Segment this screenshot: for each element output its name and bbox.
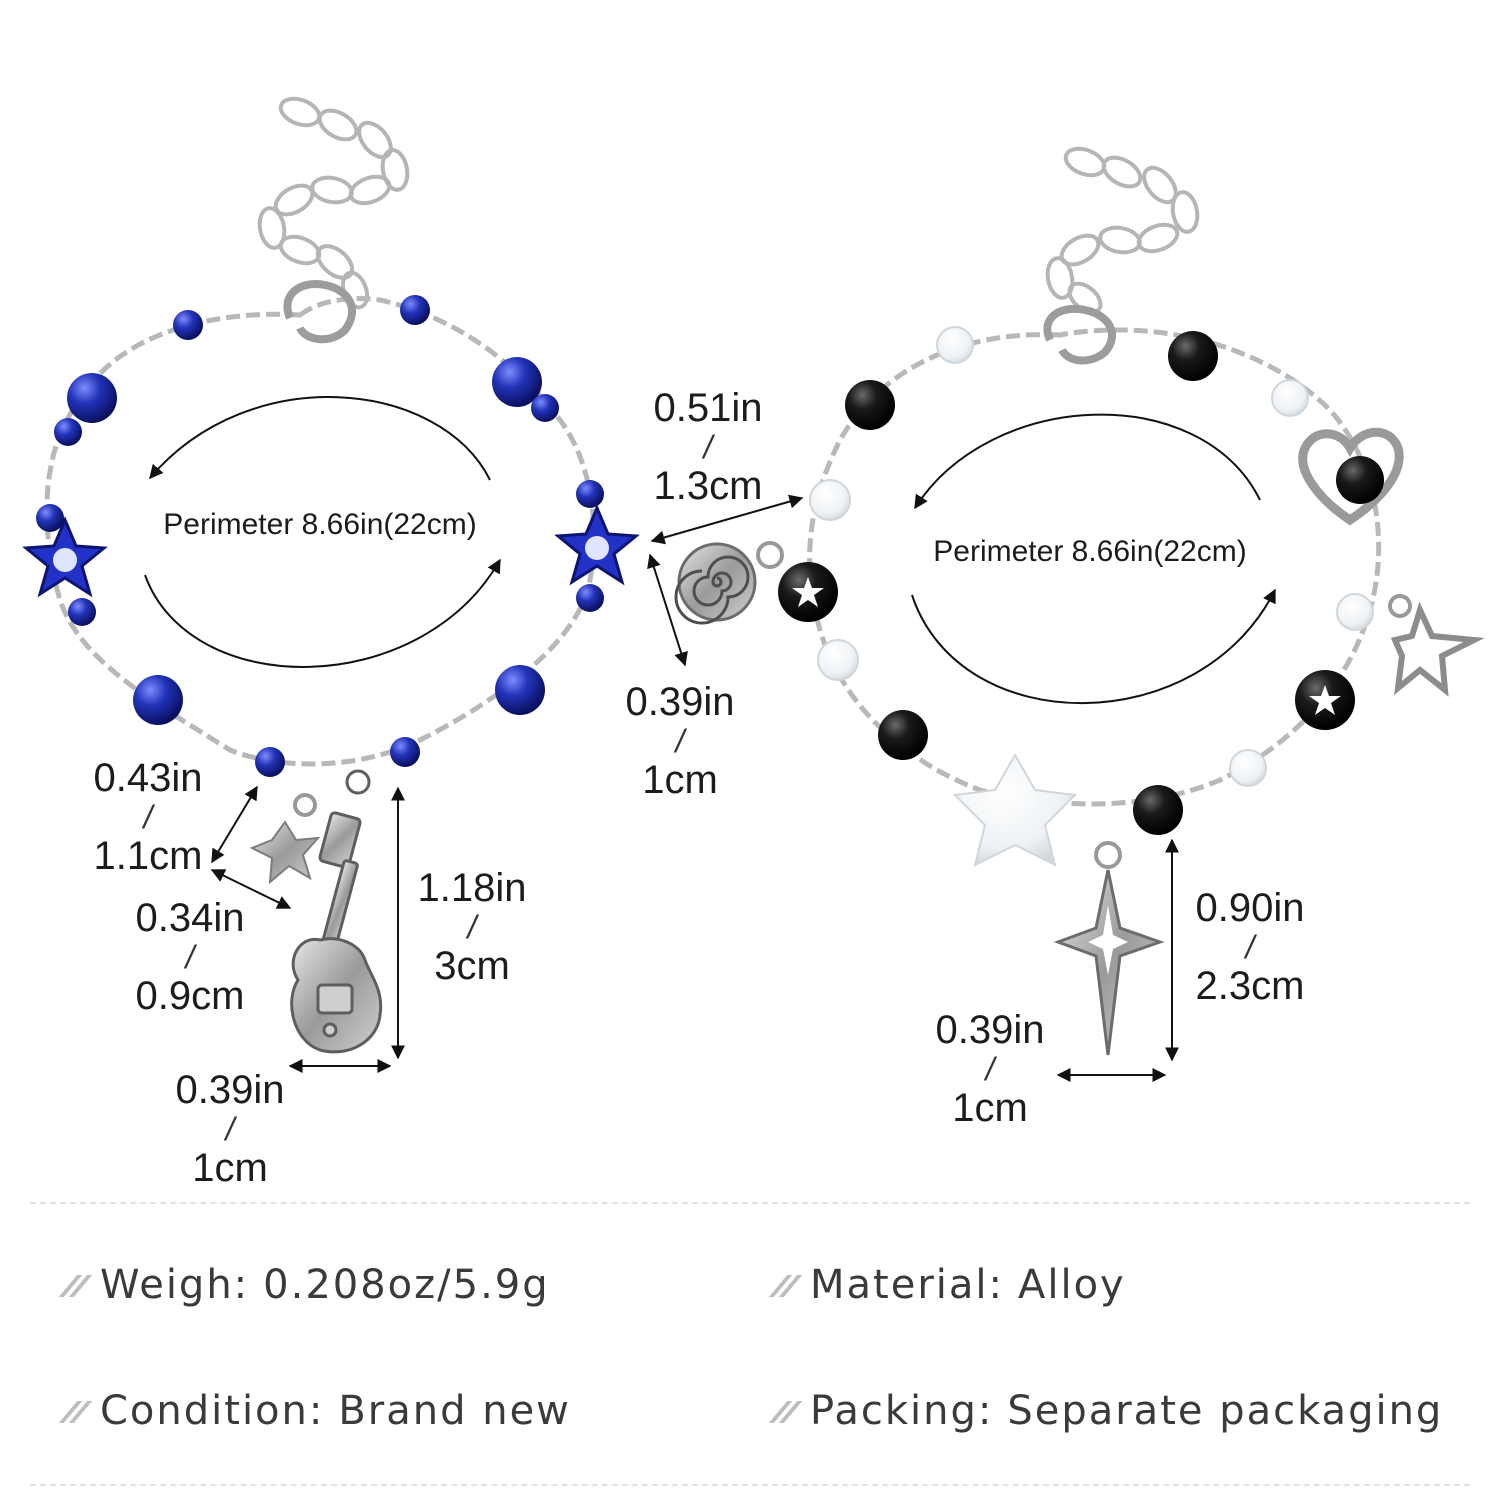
- dimension-separator: /: [985, 1051, 995, 1087]
- guitar-height-dimension: 1.18in / 3cm: [418, 866, 527, 988]
- guitar-width-dimension: 0.39in / 1cm: [176, 1068, 285, 1190]
- spec-condition: Condition: Brand new: [58, 1388, 571, 1434]
- cross-width-dimension: 0.39in / 1cm: [936, 1008, 1045, 1130]
- dimension-cm: 1cm: [642, 758, 718, 802]
- star-width-arrow: [210, 869, 292, 909]
- left-perimeter-arc-top: [149, 396, 491, 481]
- spiral-charm: [674, 541, 784, 625]
- dimension-inches: 0.43in: [93, 756, 203, 800]
- spiral-height-arrow: [650, 494, 804, 545]
- dimension-separator: /: [703, 429, 713, 465]
- left-guitar-charm: [290, 769, 383, 1054]
- spec-value: 0.208oz/5.9g: [263, 1262, 550, 1308]
- right-perimeter-label: Perimeter 8.66in(22cm): [933, 535, 1247, 568]
- cross-height-dimension: 0.90in / 2.3cm: [1196, 886, 1305, 1008]
- right-lobster-clasp: [1043, 304, 1117, 365]
- right-star-beads: [778, 562, 1355, 730]
- dimension-inches: 0.34in: [135, 896, 245, 940]
- dimension-inches: 0.39in: [625, 680, 735, 724]
- dimension-cm: 2.3cm: [1195, 964, 1305, 1008]
- slash-bullet-icon: [58, 1401, 93, 1423]
- heart-charm: [1298, 427, 1404, 526]
- right-bracelet: [674, 146, 1485, 1056]
- right-clear-beads: [809, 326, 1374, 867]
- spec-value: Alloy: [1017, 1262, 1126, 1308]
- spec-value: Separate packaging: [1007, 1388, 1444, 1434]
- right-perimeter-arc-bottom: [911, 588, 1276, 705]
- dimension-cm: 0.9cm: [135, 974, 245, 1018]
- star-charm-dimension: 0.43in / 1.1cm: [94, 756, 203, 878]
- measurement-lines: [144, 396, 1276, 1082]
- dimension-separator: /: [1245, 929, 1255, 965]
- spec-weight: Weigh: 0.208oz/5.9g: [58, 1262, 550, 1308]
- slash-bullet-icon: [768, 1401, 803, 1423]
- dimension-cm: 1.1cm: [93, 834, 203, 878]
- cross-star-charm: [1053, 841, 1165, 1056]
- right-extender-chain: [1045, 146, 1200, 315]
- dimension-inches: 0.90in: [1195, 886, 1305, 930]
- dimension-inches: 0.39in: [935, 1008, 1045, 1052]
- spec-label: Condition:: [100, 1388, 325, 1434]
- dimension-separator: /: [675, 723, 685, 759]
- left-perimeter-label: Perimeter 8.66in(22cm): [163, 508, 477, 541]
- outline-star-charm: [1388, 594, 1485, 697]
- dimension-cm: 3cm: [434, 944, 510, 988]
- star-height-arrow: [211, 785, 258, 864]
- spec-material: Material: Alloy: [768, 1262, 1126, 1308]
- slash-bullet-icon: [58, 1275, 93, 1297]
- dimension-separator: /: [143, 799, 153, 835]
- spec-label: Material:: [810, 1262, 1004, 1308]
- dimension-inches: 1.18in: [417, 866, 527, 910]
- left-perimeter-arc-bottom: [144, 558, 501, 668]
- spiral-width-dimension: 0.39in / 1cm: [626, 680, 735, 802]
- dimension-cm: 1.3cm: [653, 464, 763, 508]
- spiral-width-arrow: [647, 553, 688, 667]
- left-blue-beads: [36, 295, 604, 777]
- bottom-divider: [30, 1484, 1470, 1486]
- right-black-beads: [845, 331, 1218, 835]
- left-lobster-clasp: [283, 280, 357, 344]
- spec-packing: Packing: Separate packaging: [768, 1388, 1444, 1434]
- left-bracelet: [22, 96, 640, 1054]
- dimension-cm: 1cm: [192, 1146, 268, 1190]
- dimension-inches: 0.39in: [175, 1068, 285, 1112]
- left-star-charm: [249, 793, 321, 885]
- dimension-separator: /: [467, 909, 477, 945]
- left-extender-chain: [257, 96, 410, 310]
- spec-label: Packing:: [810, 1388, 994, 1434]
- dimension-separator: /: [225, 1111, 235, 1147]
- dimension-inches: 0.51in: [653, 386, 763, 430]
- section-divider: [30, 1202, 1470, 1204]
- spec-label: Weigh:: [100, 1262, 250, 1308]
- dimension-separator: /: [185, 939, 195, 975]
- slash-bullet-icon: [768, 1275, 803, 1297]
- left-star-beads: [22, 504, 640, 598]
- right-perimeter-arc-top: [914, 413, 1261, 510]
- spec-value: Brand new: [338, 1388, 571, 1434]
- star-charm-width-dimension: 0.34in / 0.9cm: [136, 896, 245, 1018]
- dimension-cm: 1cm: [952, 1086, 1028, 1130]
- spiral-height-dimension: 0.51in / 1.3cm: [654, 386, 763, 508]
